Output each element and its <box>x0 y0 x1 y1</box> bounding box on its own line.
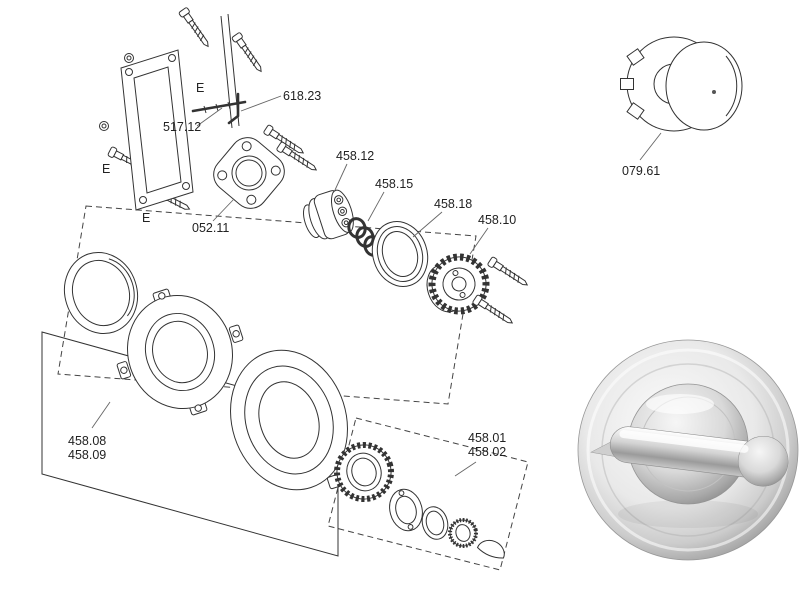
leader-line-517-12 <box>196 107 223 127</box>
leader-line-458-10 <box>469 227 489 255</box>
escutcheon-plate <box>230 349 348 491</box>
part-label-458-01: 458.01 <box>468 431 506 445</box>
handle-hub-part <box>620 36 743 132</box>
part-label-458-10: 458.10 <box>478 213 516 227</box>
spacer-ring <box>421 506 449 540</box>
part-label-458-09: 458.09 <box>68 448 106 462</box>
clamp-flange <box>116 288 244 416</box>
leader-line-052-11 <box>212 198 235 222</box>
part-label-458-08: 458.08 <box>68 434 106 448</box>
fixing-screw-top-1 <box>177 6 213 50</box>
knurled-nut <box>448 518 478 548</box>
fixing-rails <box>220 13 240 129</box>
part-label-458-18: 458.18 <box>434 197 472 211</box>
cartridge-assembly <box>302 189 354 240</box>
leader-line-079-61 <box>639 132 662 161</box>
control-lever <box>590 426 789 487</box>
part-label-052-11: 052.11 <box>192 221 229 235</box>
leader-line-458-15 <box>367 191 385 222</box>
leader-line-458-08 <box>91 401 111 429</box>
leader-line-458-18 <box>412 211 443 238</box>
part-label-458-02: 458.02 <box>468 445 506 459</box>
dashed-group-box-kit <box>327 417 529 571</box>
mounting-plate <box>213 137 285 209</box>
valve-head-assembly <box>426 253 490 315</box>
lock-ring <box>326 442 394 502</box>
threaded-rod <box>191 100 247 114</box>
screw-marker-e-2: E <box>102 162 110 176</box>
seal-ring <box>389 488 423 532</box>
mounting-bracket <box>120 49 194 211</box>
leader-line-458-12 <box>334 163 348 191</box>
screw-marker-e-1: E <box>196 81 204 95</box>
screw-marker-e-3: E <box>142 211 150 225</box>
part-label-618-23: 618.23 <box>283 89 321 103</box>
fixing-screw-top-2 <box>230 31 266 75</box>
part-label-079-61: 079.61 <box>622 164 660 178</box>
head-screw-1 <box>486 255 531 290</box>
part-label-517-12: 517.12 <box>163 120 201 134</box>
head-screw-2 <box>471 293 516 328</box>
leader-line-458-01 <box>454 461 477 477</box>
hex-key <box>227 92 240 125</box>
end-cap <box>476 539 505 559</box>
leader-line-618-23 <box>240 95 282 112</box>
bracket-bolt-2 <box>124 53 134 63</box>
part-label-458-15: 458.15 <box>375 177 413 191</box>
retaining-ring <box>371 221 429 287</box>
part-label-458-12: 458.12 <box>336 149 374 163</box>
product-photo <box>577 339 799 561</box>
wall-sleeve-ring <box>63 251 139 335</box>
bracket-bolt-1 <box>99 121 109 131</box>
